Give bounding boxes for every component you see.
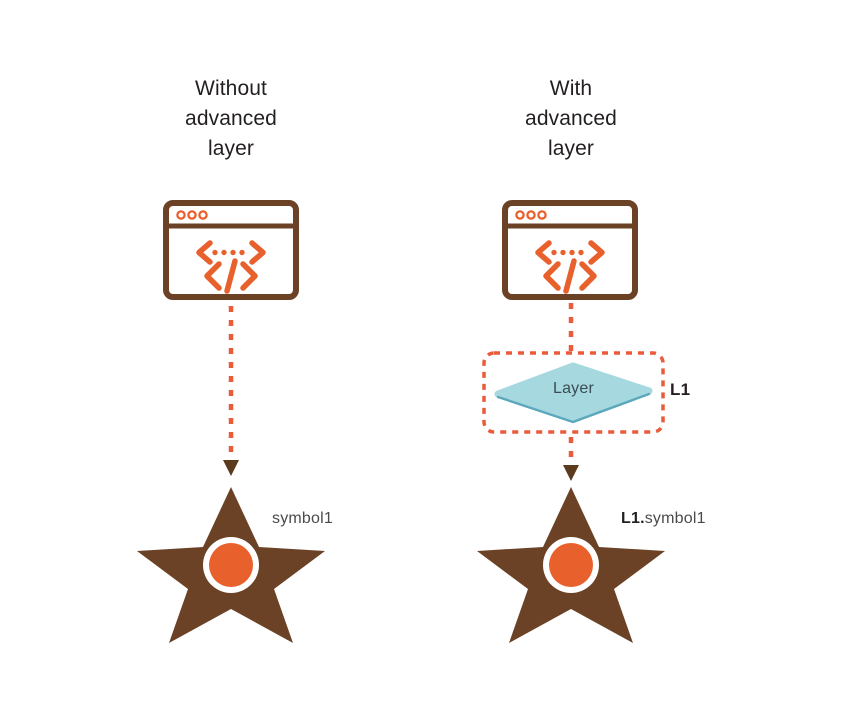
browser-dots-icon xyxy=(176,210,208,220)
connector-arrow-layer-to-symbol xyxy=(561,437,581,485)
code-tag-icon xyxy=(204,258,258,294)
column-title-left: Without advanced layer xyxy=(185,77,277,160)
symbol-label-right-prefix: L1. xyxy=(621,510,645,527)
column-without-advanced-layer: Without advanced layer xyxy=(31,0,431,714)
connector-arrow-browser-to-symbol-left xyxy=(221,306,241,481)
star-inner-dot xyxy=(209,543,253,587)
star-symbol-left xyxy=(131,485,331,645)
layer-plane-label: Layer xyxy=(552,380,595,397)
symbol-label-right: L1.symbol1 xyxy=(621,510,706,528)
code-tag-icon xyxy=(543,258,597,294)
connector-browser-to-layer xyxy=(561,303,581,353)
layer-plane-icon xyxy=(494,362,653,424)
layer-dashed-box xyxy=(482,351,665,434)
advanced-layer-group: Layer xyxy=(481,350,666,435)
star-symbol-right xyxy=(471,485,671,645)
symbol-label-right-suffix: symbol1 xyxy=(644,510,706,527)
code-arrow-dots-icon xyxy=(551,249,584,256)
symbol-label-left: symbol1 xyxy=(272,510,333,527)
code-arrow-icon xyxy=(196,240,266,265)
column-title-right: With advanced layer xyxy=(525,77,617,160)
browser-window-icon-right xyxy=(502,200,638,300)
browser-dots-icon xyxy=(515,210,547,220)
code-arrow-dots-icon xyxy=(212,249,245,256)
code-arrow-icon xyxy=(535,240,605,265)
browser-window-icon-left xyxy=(163,200,299,300)
column-with-advanced-layer: With advanced layer xyxy=(371,0,771,714)
layer-name-label: L1 xyxy=(670,380,691,399)
star-inner-dot xyxy=(549,543,593,587)
